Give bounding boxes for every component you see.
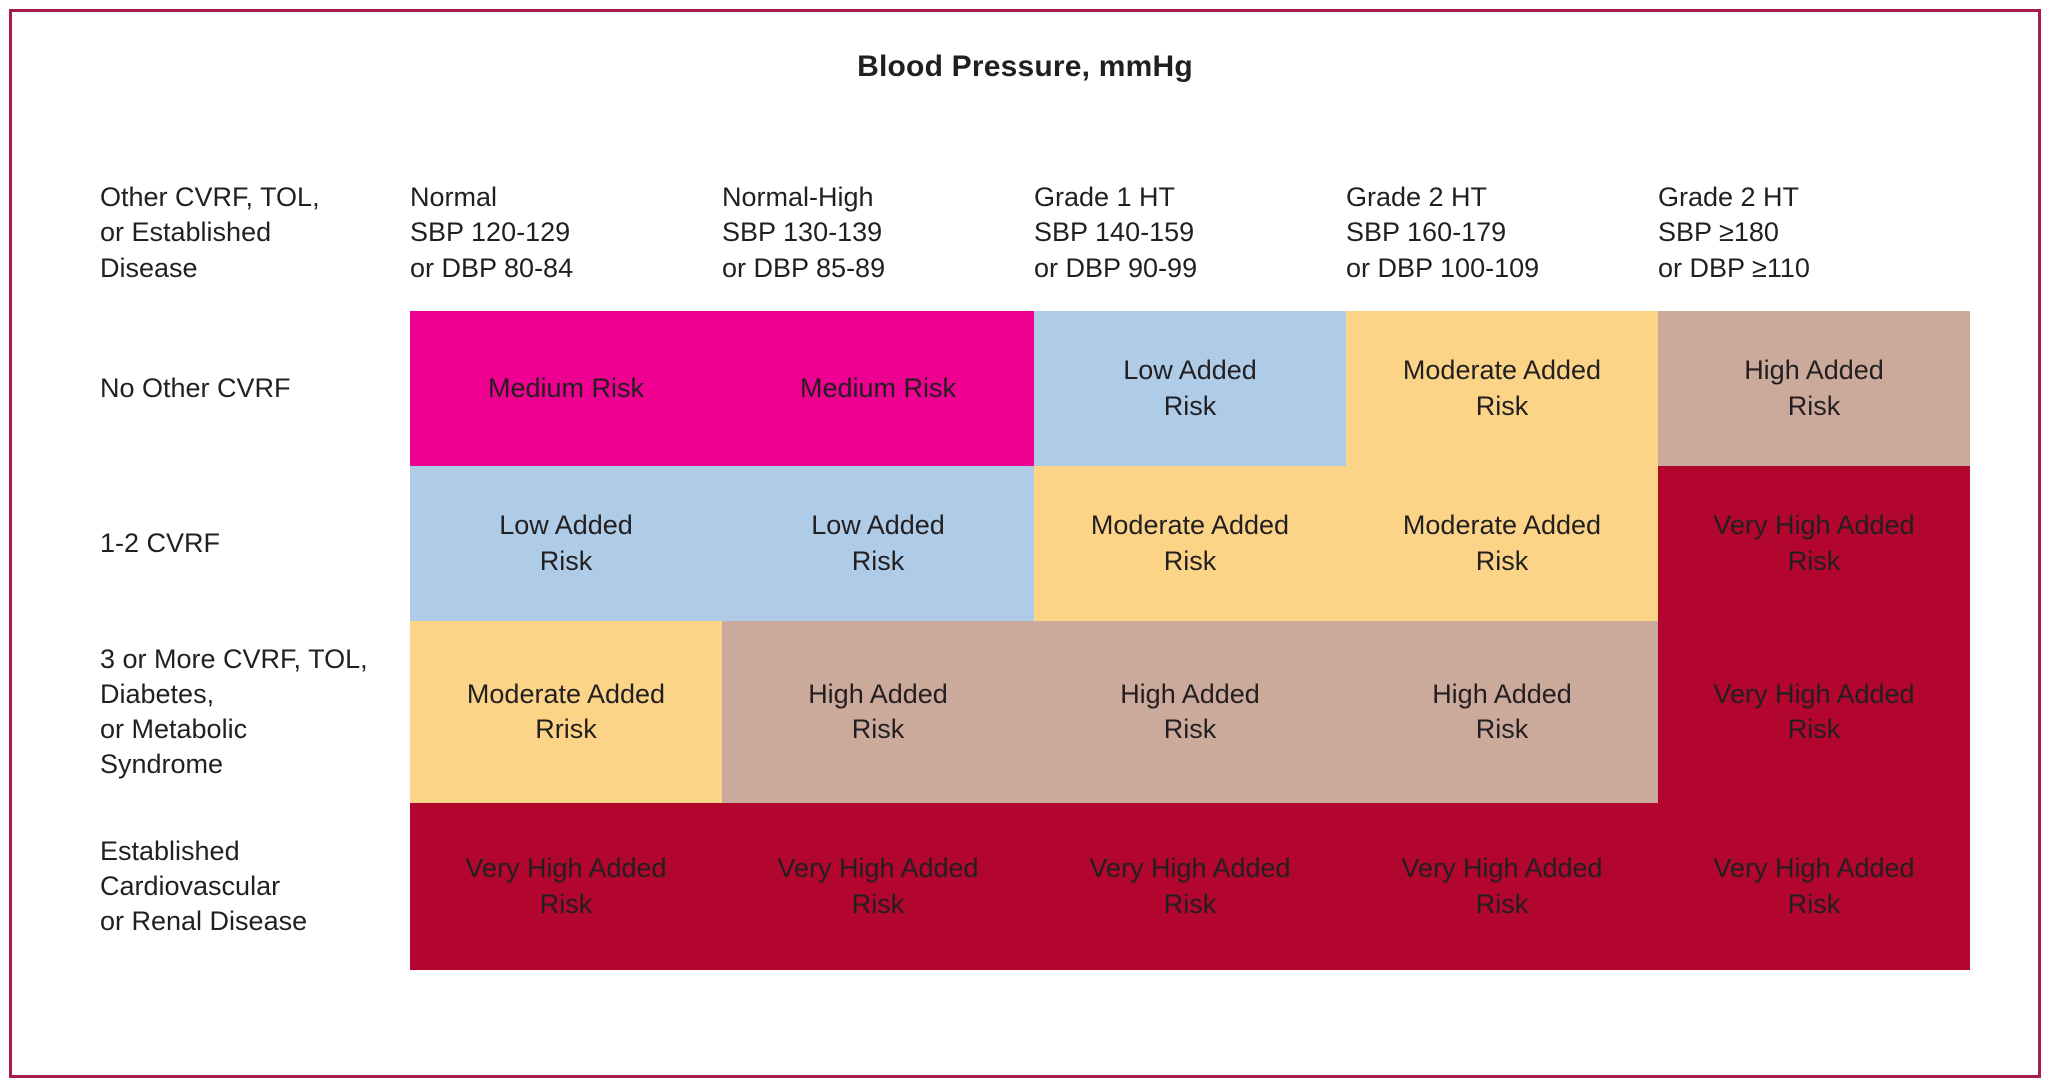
risk-cell: Low Added Risk: [410, 466, 722, 621]
table-row: No Other CVRF Medium Risk Medium Risk Lo…: [100, 311, 1970, 466]
risk-cell: Moderate Added Risk: [1034, 466, 1346, 621]
risk-cell: Low Added Risk: [1034, 311, 1346, 466]
corner-header: Other CVRF, TOL, or Established Disease: [100, 182, 320, 283]
risk-cell: Medium Risk: [722, 311, 1034, 466]
row-header-no-other-cvrf: No Other CVRF: [100, 311, 410, 466]
risk-cell: Very High Added Risk: [1034, 803, 1346, 970]
table-row: Established Cardiovascular or Renal Dise…: [100, 803, 1970, 970]
risk-cell: High Added Risk: [1658, 311, 1970, 466]
risk-cell: Moderate Added Risk: [1346, 311, 1658, 466]
risk-cell: Very High Added Risk: [722, 803, 1034, 970]
risk-cell: High Added Risk: [722, 621, 1034, 803]
risk-cell: Very High Added Risk: [410, 803, 722, 970]
row-header-1-2-cvrf: 1-2 CVRF: [100, 466, 410, 621]
table-row: 3 or More CVRF, TOL, Diabetes, or Metabo…: [100, 621, 1970, 803]
risk-cell: Very High Added Risk: [1658, 621, 1970, 803]
risk-stratification-table: Other CVRF, TOL, or Established Disease …: [100, 155, 1970, 970]
risk-cell: Medium Risk: [410, 311, 722, 466]
column-header-grade-2-ht-severe: Grade 2 HT SBP ≥180 or DBP ≥110: [1658, 182, 1810, 283]
risk-cell: Low Added Risk: [722, 466, 1034, 621]
page-title: Blood Pressure, mmHg: [857, 50, 1193, 83]
risk-cell: Moderate Added Rrisk: [410, 621, 722, 803]
risk-cell: High Added Risk: [1034, 621, 1346, 803]
column-header-grade-1-ht: Grade 1 HT SBP 140-159 or DBP 90-99: [1034, 182, 1198, 283]
risk-cell: Very High Added Risk: [1658, 803, 1970, 970]
row-header-established-disease: Established Cardiovascular or Renal Dise…: [100, 803, 410, 970]
column-header-grade-2-ht: Grade 2 HT SBP 160-179 or DBP 100-109: [1346, 182, 1540, 283]
risk-cell: Very High Added Risk: [1658, 466, 1970, 621]
risk-cell: High Added Risk: [1346, 621, 1658, 803]
risk-cell: Moderate Added Risk: [1346, 466, 1658, 621]
table-row: 1-2 CVRF Low Added Risk Low Added Risk M…: [100, 466, 1970, 621]
table-header-row: Other CVRF, TOL, or Established Disease …: [100, 155, 1970, 311]
risk-cell: Very High Added Risk: [1346, 803, 1658, 970]
column-header-normal-high: Normal-High SBP 130-139 or DBP 85-89: [722, 182, 886, 283]
row-header-3-or-more-cvrf: 3 or More CVRF, TOL, Diabetes, or Metabo…: [100, 621, 410, 803]
column-header-normal: Normal SBP 120-129 or DBP 80-84: [410, 182, 574, 283]
